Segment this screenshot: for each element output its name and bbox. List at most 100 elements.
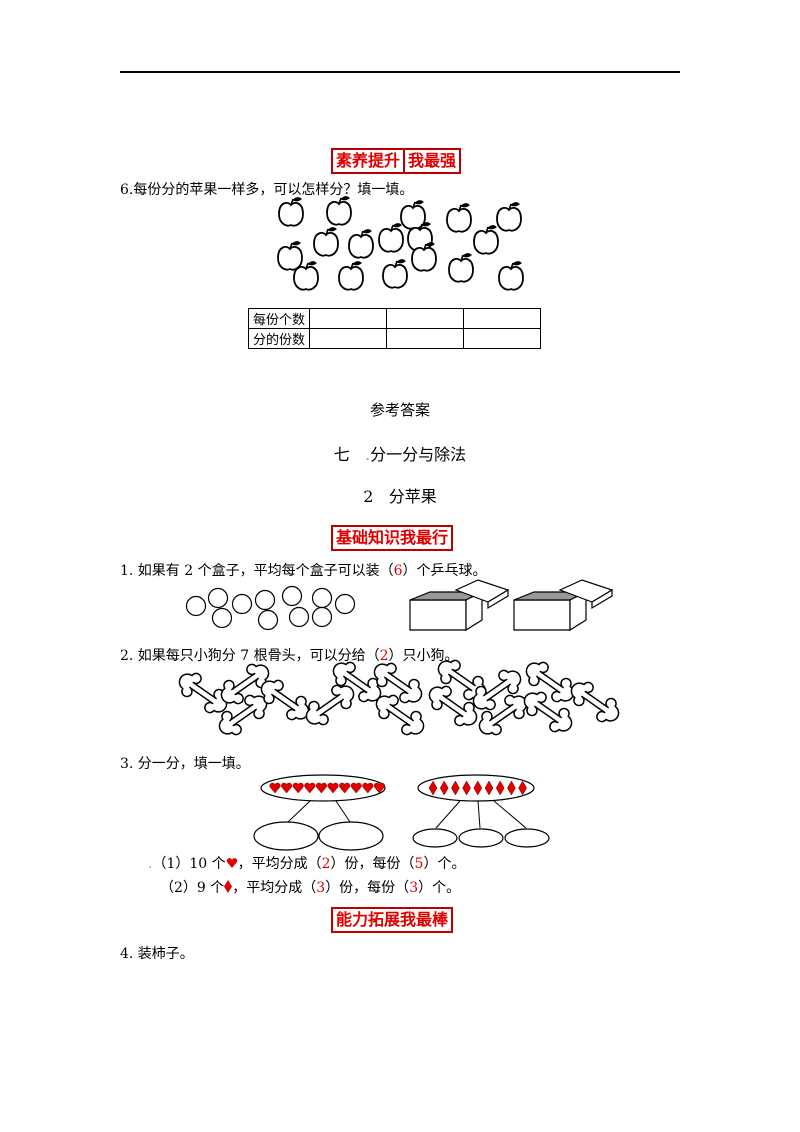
grouping-diagrams — [253, 774, 550, 851]
answer-2-text: 2. 如果每只小狗分 7 根骨头，可以分给（2）只小狗。 — [120, 646, 459, 666]
ping-pong-ball — [207, 587, 229, 609]
diamond-icon — [518, 780, 527, 796]
ping-pong-ball — [311, 606, 333, 628]
unit-dot: . — [365, 445, 371, 464]
unit-heading: 七 .分一分与除法 — [0, 441, 800, 465]
diamond-icon — [451, 780, 460, 796]
bone-icon — [478, 694, 528, 736]
part-1-mid1: ，平均分成（ — [237, 856, 322, 872]
part-2-answer-1: 3 — [316, 880, 326, 896]
bone-icon — [570, 681, 620, 723]
apple-icon — [278, 197, 304, 227]
part-2-mid1: ，平均分成（ — [232, 880, 317, 896]
table-blank-cell[interactable] — [463, 328, 542, 349]
table-row: 每份个数 — [247, 308, 542, 329]
ping-pong-balls-illustration — [185, 585, 356, 631]
section-banner-extend: 能力拓展我最棒 — [331, 907, 454, 933]
split-arrow — [435, 800, 461, 829]
bone-icon — [218, 694, 268, 736]
part-1-lead-dot: . — [148, 856, 153, 872]
bone-icon — [525, 661, 575, 703]
ping-pong-ball — [211, 607, 233, 629]
section-banner-basic: 基础知识我最行 — [331, 525, 454, 551]
answer-3-part-2: （2）9 个，平均分成（3）份，每份（3）个。 — [160, 878, 460, 898]
ping-pong-ball — [334, 593, 356, 615]
diamond-icon — [484, 780, 494, 796]
empty-group-oval — [504, 828, 550, 848]
apple-icon — [277, 241, 303, 271]
diamond-icon — [507, 780, 516, 796]
apple-icon — [338, 261, 364, 291]
diamond-icon — [439, 780, 449, 796]
answer-1-after: ）个乒乓球。 — [402, 563, 487, 579]
part-2-after: ）个。 — [418, 880, 461, 896]
banner-part-1: 素养提升 — [331, 148, 406, 174]
apple-icon — [448, 253, 474, 283]
part-1-mid2: ）份，每份（ — [330, 856, 415, 872]
question-6-table: 每份个数 分的份数 — [247, 308, 542, 349]
apple-icon — [313, 227, 339, 257]
unit-title: 分一分与除法 — [370, 445, 467, 464]
answer-1-text: 1. 如果有 2 个盒子，平均每个盒子可以装（6）个乒乓球。 — [120, 561, 487, 581]
ping-pong-ball — [288, 606, 310, 628]
empty-group-oval — [458, 828, 504, 848]
part-1-answer-1: 2 — [321, 856, 331, 872]
heart-icon — [362, 782, 374, 794]
apple-icon — [498, 261, 524, 291]
apple-icon — [473, 225, 499, 255]
apple-icon — [382, 259, 408, 289]
heart-icon — [269, 782, 281, 794]
ping-pong-ball — [254, 589, 276, 611]
heart-icon — [350, 782, 362, 794]
open-box — [409, 579, 510, 632]
question-6-text: 6.每份分的苹果一样多，可以怎样分？填一填。 — [120, 182, 414, 198]
apple-icon — [400, 200, 426, 230]
apple-icon — [348, 229, 374, 259]
apple-icon — [293, 261, 319, 291]
apples-illustration — [277, 196, 524, 291]
apple-icon — [378, 223, 404, 253]
boxes-illustration — [409, 579, 614, 632]
bone-icon — [332, 661, 382, 703]
apple-icon — [446, 203, 472, 233]
heart-icon — [339, 782, 351, 794]
part-1-after: ）个。 — [423, 856, 466, 872]
apple-icon — [496, 202, 522, 232]
heart-icon — [281, 782, 293, 794]
apple-icon — [411, 242, 437, 272]
split-arrow — [477, 800, 481, 829]
ping-pong-ball — [281, 585, 303, 607]
answer-2-before: 2. 如果每只小狗分 7 根骨头，可以分给（ — [120, 648, 380, 664]
bone-icon — [523, 691, 573, 733]
bone-icon — [375, 694, 425, 736]
heart-icon — [226, 858, 237, 868]
section-banner-top: 素养提升 我最强 — [331, 148, 462, 174]
bone-icon — [220, 663, 270, 705]
bone-icon — [428, 685, 478, 727]
diamond-icon — [495, 780, 505, 796]
heart-icon — [315, 782, 327, 794]
answers-title: 参考答案 — [369, 401, 430, 419]
heart-icon — [373, 782, 385, 794]
question-4-text: 4. 装柿子。 — [120, 946, 194, 962]
lesson-title: 分苹果 — [388, 487, 437, 506]
lesson-number: 2 — [363, 487, 374, 506]
bone-icon — [472, 669, 522, 711]
part-1-before: （1）10 个 — [152, 856, 226, 872]
diamond-icon — [473, 780, 483, 796]
ping-pong-ball — [231, 593, 253, 615]
empty-group-oval — [253, 821, 319, 851]
split-arrow — [335, 800, 351, 823]
answer-2-after: ）只小狗。 — [388, 648, 459, 664]
part-2-answer-2: 3 — [409, 880, 419, 896]
unit-number: 七 — [333, 445, 350, 464]
table-row-label: 分的份数 — [247, 328, 311, 349]
table-row-label: 每份个数 — [247, 308, 311, 329]
lesson-heading: 2 分苹果 — [0, 483, 800, 507]
part-1-answer-2: 5 — [414, 856, 424, 872]
heart-icon — [292, 782, 304, 794]
banner-part-2: 我最强 — [403, 148, 462, 174]
empty-group-oval — [412, 828, 458, 848]
bone-icon — [373, 662, 423, 704]
table-row: 分的份数 — [247, 328, 542, 349]
